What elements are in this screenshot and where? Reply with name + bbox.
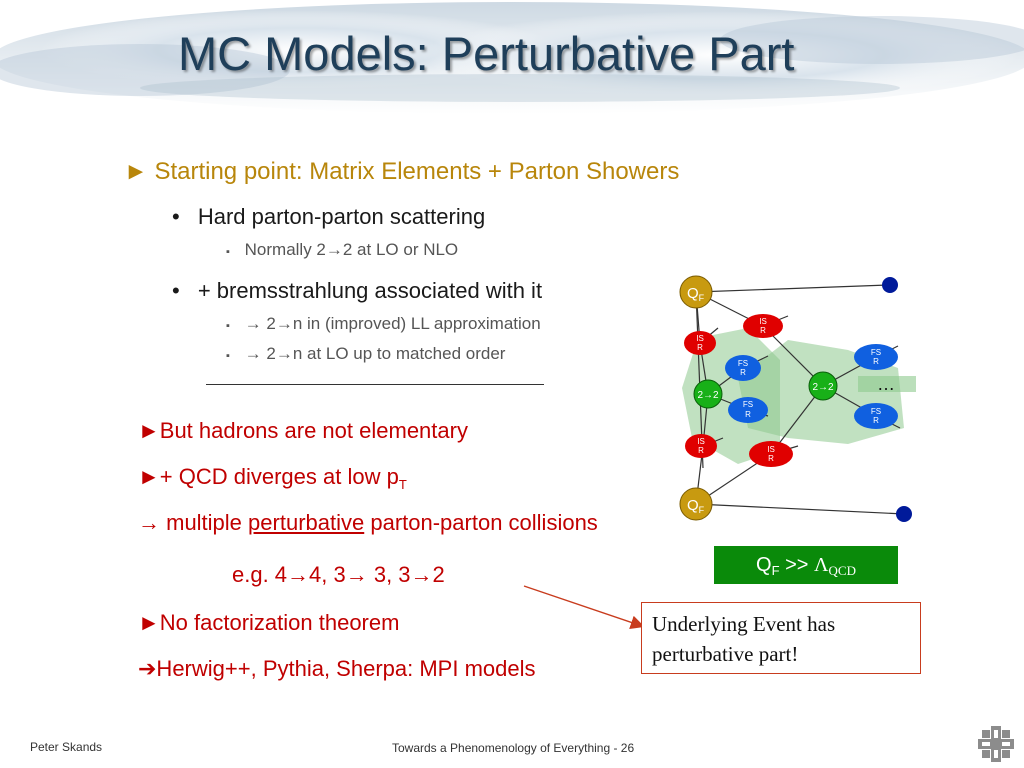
- isr-node-3: IS R: [685, 434, 717, 458]
- q-node-top: QF: [679, 275, 713, 309]
- q-node-bottom: QF: [679, 487, 713, 521]
- dot-bullet-icon: •: [172, 278, 180, 303]
- svg-text:FS: FS: [871, 348, 881, 357]
- bullet-hard-scattering: • Hard parton-parton scattering: [172, 204, 486, 229]
- dot-bullet-icon: •: [172, 204, 180, 229]
- isr-node-2: IS R: [743, 314, 783, 338]
- svg-text:R: R: [740, 368, 746, 377]
- fsr-node-4: FS R: [854, 403, 898, 429]
- end-node-bottom: [896, 506, 912, 522]
- svg-text:R: R: [768, 454, 774, 463]
- svg-text:R: R: [873, 416, 879, 425]
- svg-text:R: R: [760, 326, 766, 335]
- mpi-diagram: QF QF IS R IS R IS R IS R FS R FS R FS R: [679, 275, 916, 522]
- fermilab-logo-icon: [978, 726, 1014, 762]
- svg-text:FS: FS: [738, 359, 748, 368]
- fsr-node-3: FS R: [854, 344, 898, 370]
- svg-text:R: R: [873, 357, 879, 366]
- qcd-statement: ►+ QCD diverges at low pT: [138, 464, 407, 492]
- subbullet-matched-order: ▪ → 2→n at LO up to matched order: [226, 344, 506, 363]
- underlying-event-callout: Underlying Event has perturbative part!: [641, 602, 921, 674]
- slide-title: MC Models: Perturbative Part: [178, 27, 795, 80]
- diagram-ellipsis: …: [877, 374, 895, 394]
- svg-text:QF: QF: [687, 497, 705, 515]
- svg-text:IS: IS: [767, 445, 775, 454]
- svg-text:IS: IS: [697, 437, 705, 446]
- subbullet-ll-approx: ▪ → 2→n in (improved) LL approximation: [226, 314, 541, 333]
- no-factorization-statement: ►No factorization theorem: [138, 610, 400, 635]
- separator-line: [206, 384, 544, 385]
- bullet-bremsstrahlung: • + bremsstrahlung associated with it: [172, 278, 543, 303]
- svg-text:FS: FS: [743, 400, 753, 409]
- square-bullet-icon: ▪: [226, 350, 230, 362]
- callout-arrow: [523, 585, 645, 630]
- arrow-bullet-icon: ►: [124, 158, 148, 185]
- title-banner: [0, 0, 1024, 120]
- svg-text:R: R: [745, 410, 751, 419]
- svg-text:IS: IS: [759, 317, 767, 326]
- example-processes: e.g. 4→4, 3→ 3, 3→2: [232, 562, 445, 587]
- fsr-node-1: FS R: [725, 355, 761, 381]
- svg-text:QF: QF: [687, 285, 705, 303]
- isr-node-4: IS R: [749, 441, 793, 467]
- subbullet-normally: ▪ Normally 2→2 at LO or NLO: [226, 240, 459, 259]
- hadrons-statement: ►But hadrons are not elementary: [138, 418, 468, 443]
- hard-node-left: 2→2: [693, 379, 723, 409]
- bullet-starting-point: ► Starting point: Matrix Elements + Part…: [124, 158, 680, 185]
- footer-title-page: Towards a Phenomenology of Everything - …: [392, 741, 635, 755]
- multiple-collisions-statement: → multiple perturbative parton-parton co…: [138, 510, 598, 535]
- hard-node-right: 2→2: [808, 371, 838, 401]
- fsr-node-2: FS R: [728, 397, 768, 423]
- svg-text:2→2: 2→2: [697, 390, 719, 401]
- mpi-models-statement: ➔Herwig++, Pythia, Sherpa: MPI models: [138, 656, 536, 681]
- square-bullet-icon: ▪: [226, 246, 230, 258]
- isr-node-1: IS R: [684, 331, 716, 355]
- end-node-top: [882, 277, 898, 293]
- svg-text:R: R: [697, 343, 703, 352]
- svg-text:IS: IS: [696, 334, 704, 343]
- svg-text:R: R: [698, 446, 704, 455]
- svg-text:FS: FS: [871, 407, 881, 416]
- svg-text:2→2: 2→2: [812, 382, 834, 393]
- dots-shade: [858, 376, 916, 392]
- square-bullet-icon: ▪: [226, 320, 230, 332]
- scale-comparison-box: QF >> ΛQCD: [714, 546, 898, 584]
- footer-author: Peter Skands: [30, 740, 103, 754]
